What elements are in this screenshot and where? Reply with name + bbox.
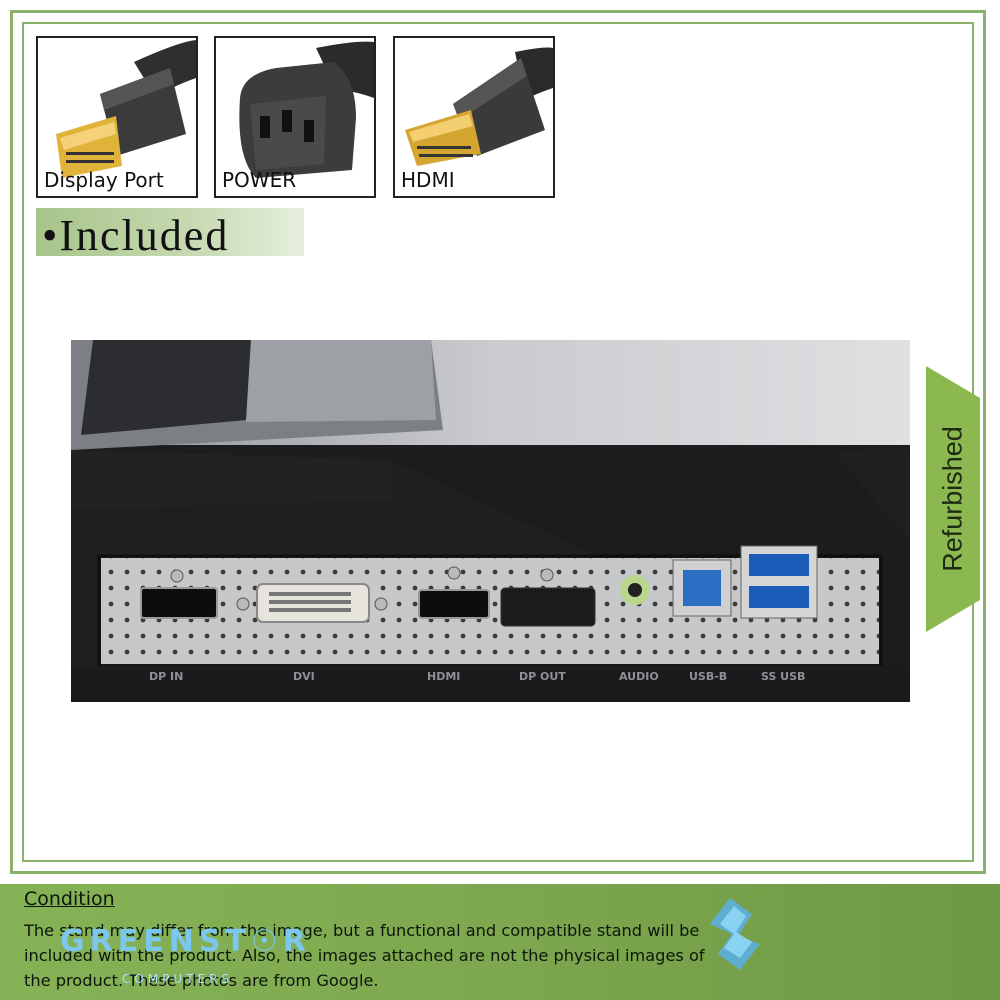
hdmi-cable-icon: [405, 47, 553, 166]
port-label: AUDIO: [619, 670, 659, 683]
outer-frame: [10, 10, 986, 874]
displayport-cable-icon: [56, 40, 196, 178]
power-cable-icon: [239, 41, 374, 178]
thumbnail-label: Display Port: [44, 168, 164, 192]
port-label: SS USB: [761, 670, 805, 683]
port-label: DP OUT: [519, 670, 566, 683]
port-label: HDMI: [427, 670, 460, 683]
thumbnail-label: POWER: [222, 168, 297, 192]
port-label: DVI: [293, 670, 315, 683]
condition-text: The stand may differ from the image, but…: [24, 921, 705, 990]
included-label: •Included: [42, 211, 230, 260]
footer-bar: Condition The stand may differ from the …: [0, 884, 1000, 1000]
port-label: USB-B: [689, 670, 727, 683]
hdmi-thumbnail: HDMI: [393, 36, 555, 198]
greenstor-logo-icon: [710, 898, 760, 970]
included-banner: •Included: [36, 208, 304, 260]
thumbnail-label: HDMI: [401, 168, 455, 192]
port-label: DP IN: [149, 670, 183, 683]
refurbished-ribbon: [926, 366, 980, 632]
condition-title: Condition: [24, 888, 115, 910]
brand-subtitle: COMPUTERS: [122, 972, 234, 986]
monitor-ports-photo: DP IN DVI HDMI DP OUT AUDIO USB-B SS USB: [71, 340, 910, 702]
displayport-thumbnail: Display Port: [36, 36, 198, 198]
brand-name: GREENST☉R: [60, 924, 311, 959]
power-thumbnail: POWER: [214, 36, 376, 198]
refurbished-label: Refurbished: [937, 426, 968, 572]
